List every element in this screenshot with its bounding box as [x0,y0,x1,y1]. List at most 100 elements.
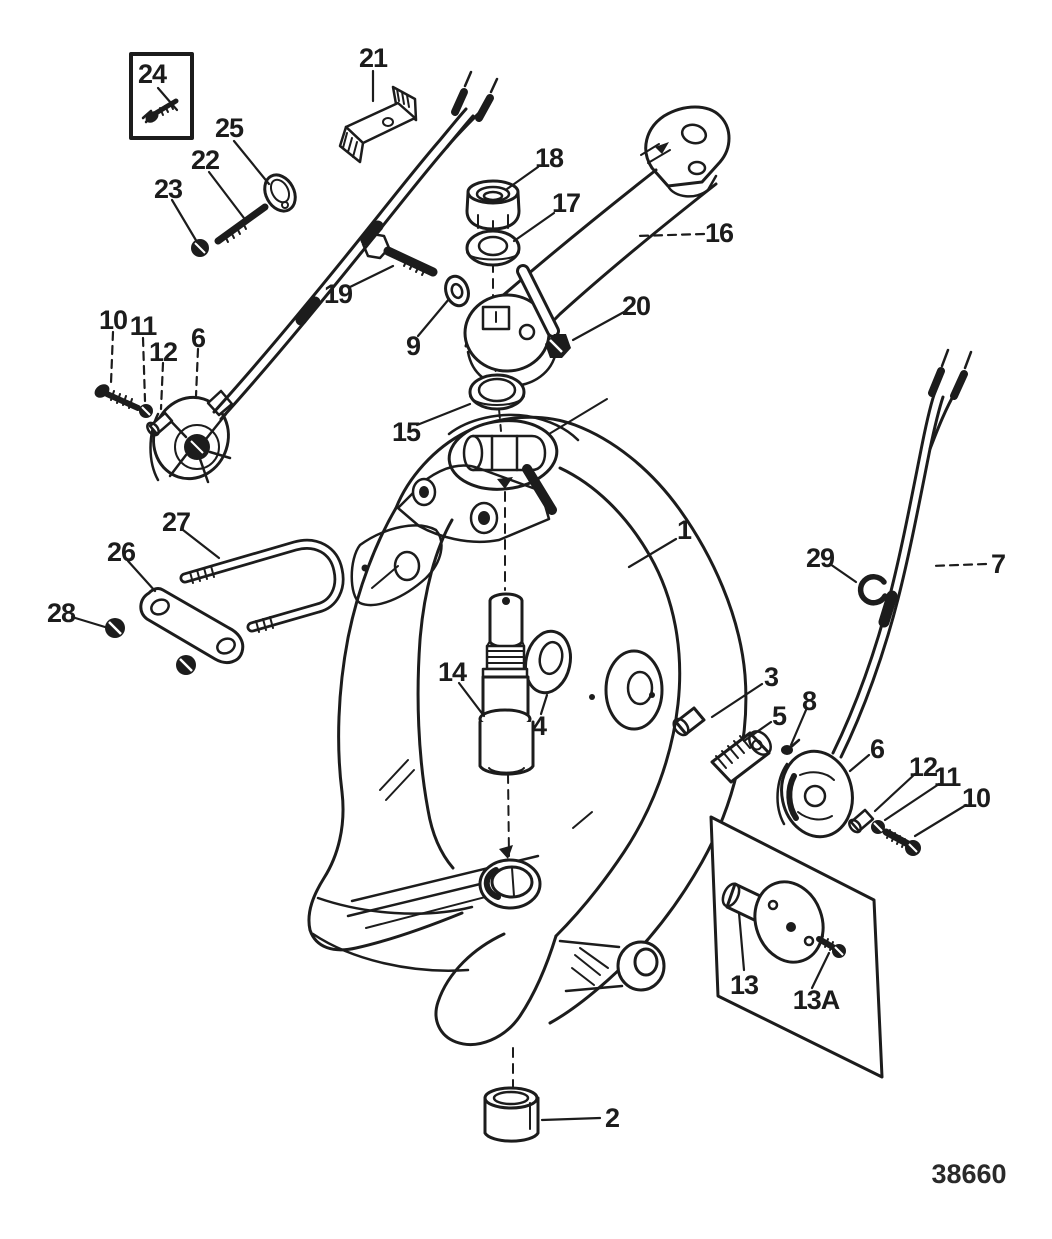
callout-leader-23 [170,198,199,244]
callout-28: 28 [47,598,76,628]
callout-13: 13 [730,970,759,1000]
callout-leader-18 [505,165,540,191]
callout-13A: 13A [793,985,840,1015]
callout-8: 8 [802,686,817,716]
callout-leader-7 [929,562,988,568]
nut-11-left [139,404,153,418]
callout-10-right: 10 [962,783,990,813]
callout-leader-3 [710,682,764,719]
callout-10-left: 10 [99,305,127,335]
callout-19: 19 [324,279,353,309]
screw-10-left [94,384,141,411]
bolt-19 [361,232,438,277]
callout-4: 4 [532,711,547,741]
callout-16: 16 [705,218,734,248]
callout-leader-10-left [109,330,115,385]
bracket-21 [338,85,418,164]
u-bolt-27 [179,538,345,633]
callout-23: 23 [154,174,183,204]
gimbal-ring [307,398,748,1046]
nut-11-right [871,820,885,834]
callout-17: 17 [552,188,580,218]
clip-29 [857,574,888,606]
callout-22: 22 [191,145,219,175]
callout-leader-4 [539,693,549,716]
callout-6-left: 6 [191,323,206,353]
callout-18: 18 [535,143,564,173]
screw-8 [781,738,801,755]
nut-23 [191,239,209,257]
ground-cable-left [212,70,499,421]
ring-15 [468,373,526,411]
screw-13a [816,935,846,958]
callout-leader-13A [810,951,831,990]
callout-leader-29 [828,562,858,584]
callout-7: 7 [991,549,1005,579]
callout-20: 20 [622,291,650,321]
anode-plate-25 [263,173,297,213]
nut-20 [545,334,571,358]
washer-9 [444,274,470,308]
callout-leader-11-right [883,782,941,822]
steering-lever [463,105,731,388]
callout-12-right: 12 [909,752,937,782]
callout-leader-8 [789,708,808,747]
callout-leader-2 [540,1116,602,1122]
callout-11-left: 11 [130,311,158,341]
washer-4 [524,629,572,695]
bushing-3 [672,706,706,737]
callout-3: 3 [764,662,779,692]
callout-9: 9 [406,331,421,361]
lever-screw [518,323,536,341]
stud-22 [214,203,269,245]
callout-1: 1 [677,515,692,545]
callout-2: 2 [605,1103,619,1133]
callout-leader-27 [181,528,221,560]
callout-6-right: 6 [870,734,885,764]
callout-leader-16 [634,232,706,238]
ground-cable-right [831,348,973,759]
callout-leader-26 [126,559,157,593]
callout-leader-6-right [848,753,871,773]
bushing-12-left [146,411,174,437]
bushing-12-right [848,808,875,834]
callout-leader-12-right [873,772,917,813]
bushing-2 [483,1086,540,1143]
inset-box-13 [709,815,884,1079]
screw-10-right [882,828,921,856]
callout-leader-10-right [913,803,968,838]
link-plate-26 [139,587,245,664]
callout-leader-17 [512,211,556,243]
drawing-number: 38660 [931,1159,1006,1189]
callout-15: 15 [392,417,421,447]
inset-box-24 [129,52,194,140]
callout-leader-22 [207,170,249,224]
callout-12-left: 12 [149,337,177,367]
nut-28b [176,655,196,675]
anode-left [149,389,234,484]
callout-leader-1 [627,537,678,569]
callout-leader-11-left [141,336,147,403]
plug-5 [710,730,772,784]
callout-11-right: 11 [934,762,962,792]
callout-leader-9 [416,297,451,338]
locknut-18 [465,179,521,231]
anode-right [776,749,854,839]
washer-17 [465,229,521,267]
callout-leader-6-left [194,347,200,398]
callout-25: 25 [215,113,244,143]
callout-leader-14 [457,681,486,718]
callout-27: 27 [162,507,190,537]
callout-leader-20 [571,310,626,342]
callout-leader-12-left [159,361,165,411]
callout-21: 21 [359,43,388,73]
callout-24: 24 [138,59,167,89]
callout-14: 14 [438,657,467,687]
nut-28a [105,618,125,638]
callout-leader-24 [156,86,179,112]
callout-26: 26 [107,537,136,567]
callout-leader-15 [415,402,472,427]
